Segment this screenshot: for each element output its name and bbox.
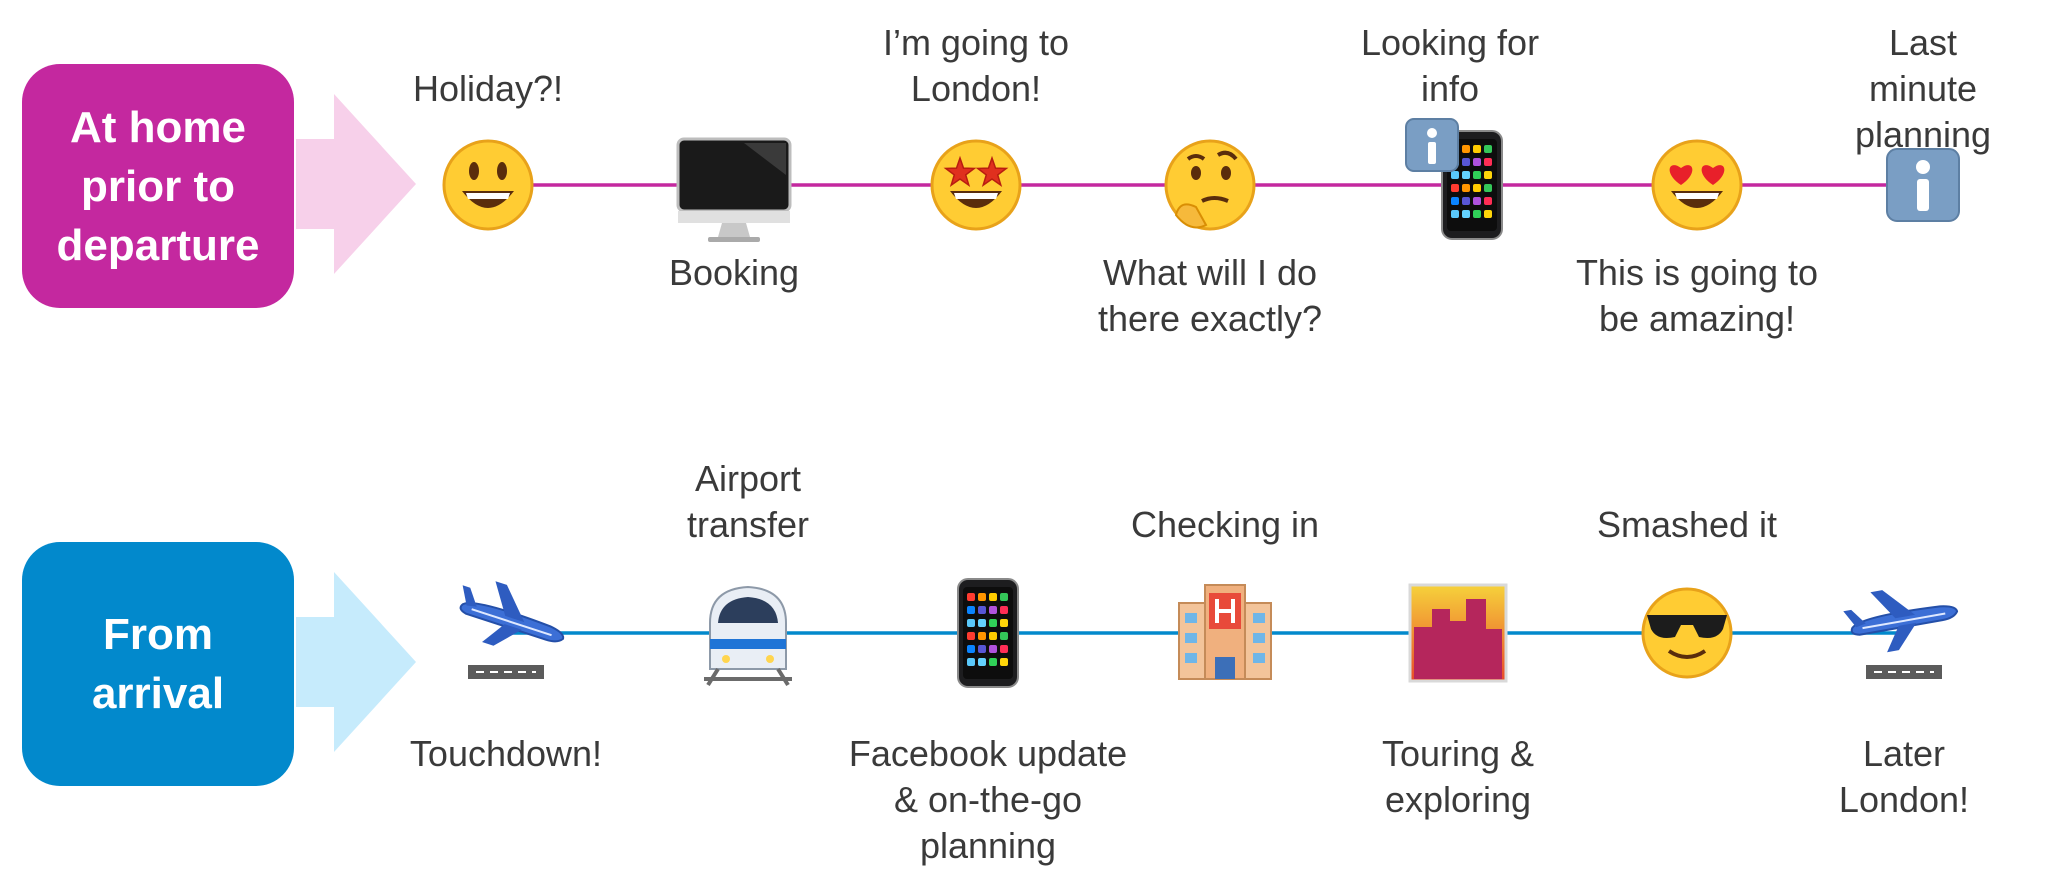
arrow-shape [296,94,416,274]
airplane-arrival-icon [459,581,565,679]
step-label-above: Last minute planning [1854,22,1992,155]
mobile-phone-info-icon [1405,118,1503,240]
step-label-above: Looking for info [1360,22,1540,109]
step-label-below: Later London! [1838,733,1970,820]
hotel-icon [1178,584,1272,680]
right-arrow-icon [296,94,416,274]
desktop-computer-icon [676,137,792,242]
heart-eyes-face-icon [1651,139,1743,231]
step-label-below: Booking [668,252,800,293]
phase-tag-arrival: From arrival [22,542,294,786]
step-label-above: Airport transfer [686,458,810,545]
thinking-face-icon [1164,139,1256,231]
information-icon [1886,148,1960,222]
arrow-shape [296,572,416,752]
grinning-face-icon [442,139,534,231]
high-speed-train-icon [704,585,792,687]
cityscape-icon [1408,583,1508,683]
sunglasses-face-icon [1641,587,1733,679]
step-label-above: Holiday?! [412,68,564,109]
timeline-arrival [459,578,1959,688]
step-label-below: Facebook update & on-the-go planning [848,733,1128,866]
phase-tag-home: At home prior to departure [22,64,294,308]
step-label-below: Touchdown! [409,733,603,774]
step-label-above: Checking in [1130,504,1320,545]
step-label-below: Touring & exploring [1381,733,1535,820]
airplane-departure-icon [1843,590,1959,679]
home-phase-row: At home prior to departure Holiday?! Book… [0,0,2048,380]
step-label-below: This is going to be amazing! [1575,252,1819,339]
step-label-above: I’m going to London! [882,22,1070,109]
timeline-home [442,118,1960,242]
star-struck-face-icon [930,139,1022,231]
mobile-phone-icon [957,578,1019,688]
right-arrow-icon [296,572,416,752]
step-label-below: What will I do there exactly? [1097,252,1323,339]
step-label-above: Smashed it [1596,504,1778,545]
